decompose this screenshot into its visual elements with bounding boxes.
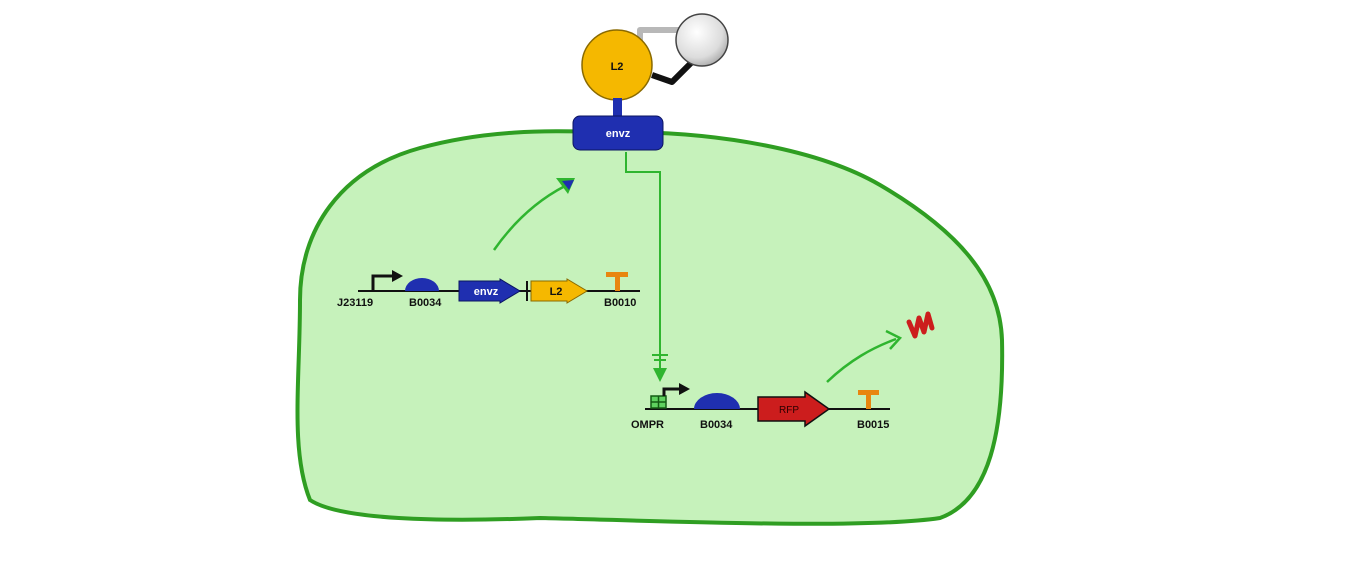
rbs-b0034-icon	[405, 278, 439, 291]
signal-path	[625, 152, 661, 372]
receptor-envz	[572, 115, 664, 151]
rfp-protein-icon	[906, 311, 935, 339]
gene-rfp-shape	[757, 390, 831, 428]
gene-envz-label: envz	[474, 286, 499, 298]
gene-l2-label: L2	[550, 286, 563, 298]
gene-rfp-label: RFP	[779, 405, 799, 416]
signal-arrowhead	[653, 368, 667, 382]
grey-ball	[675, 13, 729, 67]
expression-arrowhead-envz-tip	[562, 180, 574, 190]
expression-arrow-envz	[492, 184, 566, 251]
cell-membrane	[295, 129, 1005, 526]
promoter-ompr-arrowhead	[679, 383, 690, 395]
expression-arrow-rfp	[826, 337, 897, 383]
expression-arrowhead-rfp	[885, 329, 903, 350]
rbs-label-b0034: B0034	[409, 297, 442, 309]
rbs-b0034-2-icon	[694, 393, 740, 409]
terminator-label-b0010: B0010	[604, 297, 636, 309]
constitutive-circuit: envz L2 J23119 B0034 B0010	[337, 270, 640, 309]
receptor-stalk	[613, 98, 622, 120]
gene-envz-shape	[458, 278, 521, 304]
gene-l2-shape	[530, 278, 588, 304]
promoter-ompr-icon	[662, 387, 681, 396]
ligand-label: L2	[611, 61, 624, 73]
terminator-b0010-icon	[606, 272, 628, 291]
terminator-label-b0015: B0015	[857, 419, 889, 431]
receptor-label: envz	[606, 128, 631, 140]
terminator-b0015-icon	[858, 390, 879, 409]
ompr-operator-icon	[650, 395, 667, 409]
rbs-label-b0034-2: B0034	[700, 419, 733, 431]
promoter-j23119-icon	[371, 274, 395, 291]
promoter-label-ompr: OMPR	[631, 419, 664, 431]
promoter-arrowhead	[392, 270, 403, 282]
ligand-complex: L2	[581, 13, 729, 101]
reporter-circuit: RFP OMPR B0034 B0015	[631, 383, 890, 431]
promoter-label-j23119: J23119	[337, 297, 373, 309]
